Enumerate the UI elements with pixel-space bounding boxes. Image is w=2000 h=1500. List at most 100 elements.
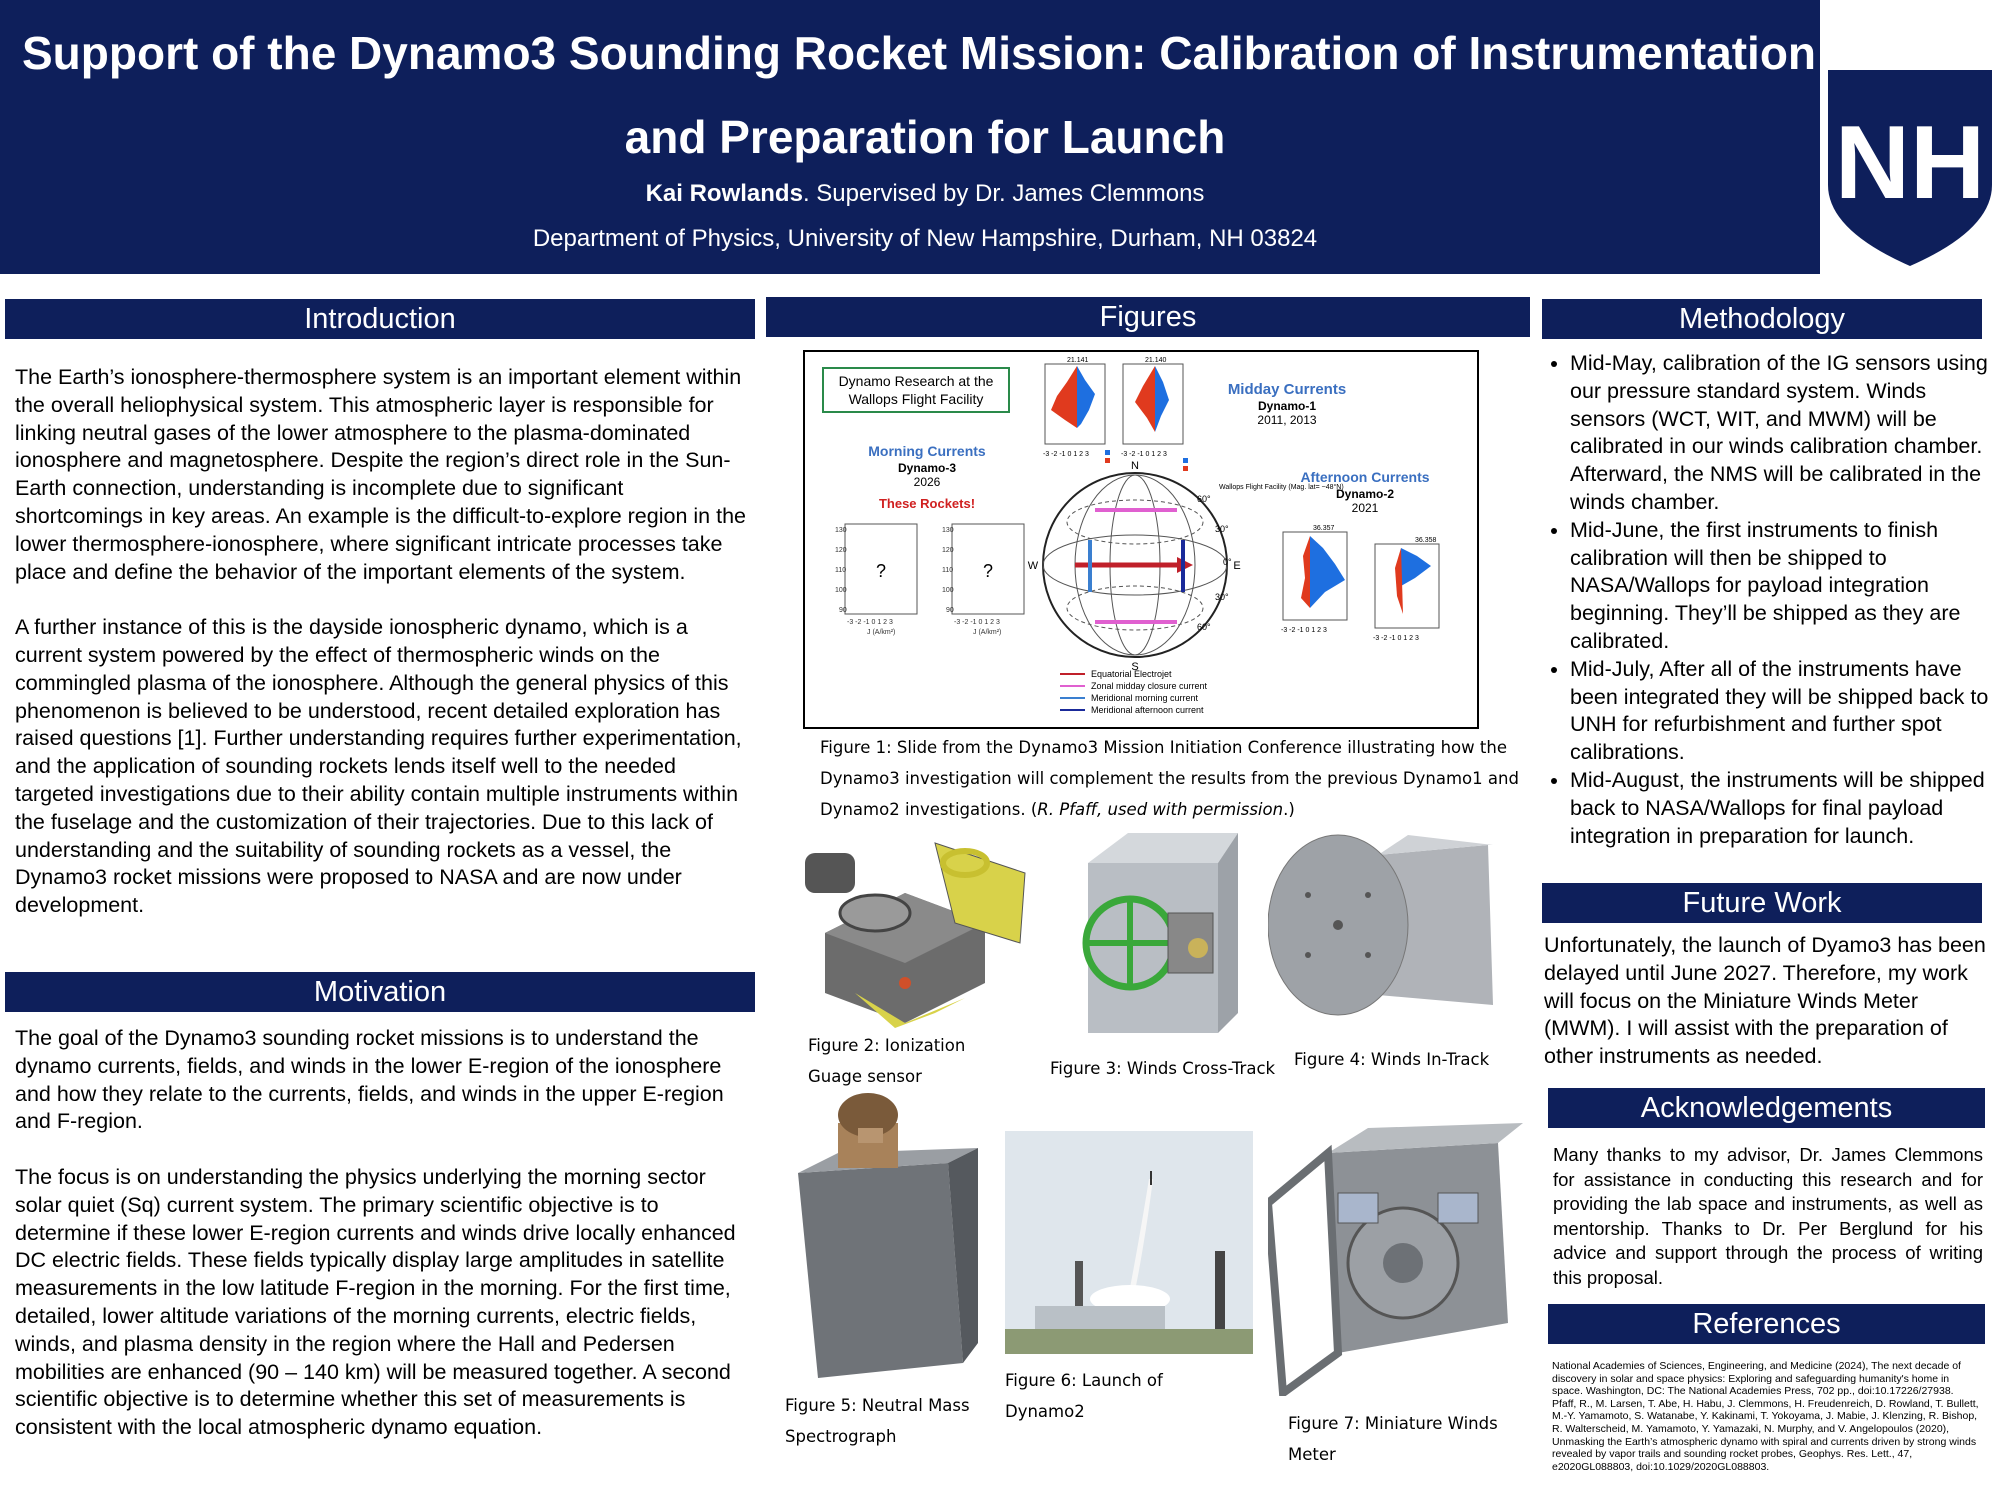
- acknowledgements-heading: Acknowledgements: [1548, 1088, 1985, 1128]
- figure-6-caption: Figure 6: Launch of Dynamo2: [1005, 1371, 1163, 1421]
- figure-1-diagram: Dynamo Research at the Wallops Flight Fa…: [822, 357, 1440, 715]
- motivation-paragraph-2: The focus is on understanding the physic…: [15, 1164, 736, 1440]
- fig1-globe-s: S: [1131, 661, 1138, 673]
- svg-text:100: 100: [835, 587, 847, 594]
- fig1-question-2: ?: [983, 561, 993, 581]
- department-line: Department of Physics, University of New…: [532, 225, 1318, 252]
- svg-text:110: 110: [942, 567, 953, 574]
- methodology-item-2: Mid-June, the first instruments to finis…: [1570, 517, 1992, 656]
- methodology-list: Mid-May, calibration of the IG sensors u…: [1542, 350, 1992, 850]
- methodology-item-1: Mid-May, calibration of the IG sensors u…: [1570, 350, 1992, 517]
- figure-7-caption: Figure 7: Miniature Winds Meter: [1288, 1414, 1498, 1464]
- svg-text:0°: 0°: [1223, 557, 1232, 567]
- figure-1-slide: Dynamo Research at the Wallops Flight Fa…: [803, 350, 1479, 729]
- fig1-legend-item-2: Zonal midday closure current: [1091, 681, 1208, 691]
- poster-title-line-2: and Preparation for Launch: [624, 111, 1226, 163]
- svg-text:-3 -2 -1 0 1 2 3: -3 -2 -1 0 1 2 3: [1373, 635, 1419, 642]
- fig1-morning-mission: Dynamo-3: [898, 461, 956, 475]
- fig1-morning-title: Morning Currents: [868, 443, 986, 459]
- future-work-heading: Future Work: [1542, 883, 1982, 923]
- fig1-legend-item-3: Meridional morning current: [1091, 693, 1199, 703]
- methodology-item-4: Mid-August, the instruments will be ship…: [1570, 767, 1992, 850]
- fig1-midday-mission: Dynamo-1: [1258, 399, 1316, 413]
- fig1-midday-year: 2011, 2013: [1257, 413, 1316, 427]
- fig1-afternoon-year: 2021: [1352, 501, 1379, 515]
- unh-logo: NH: [1820, 70, 2000, 275]
- author-line: Kai Rowlands. Supervised by Dr. James Cl…: [0, 180, 1850, 208]
- fig1-afternoon-title: Afternoon Currents: [1300, 469, 1429, 485]
- fig1-legend: Equatorial Electrojet Zonal midday closu…: [1060, 669, 1208, 715]
- svg-text:-3 -2 -1 0 1 2 3: -3 -2 -1 0 1 2 3: [1281, 627, 1327, 634]
- fig1-midday-plots: 21.141 21.140 -3 -2 -1 0 1 2 3 -3 -2 -1 …: [1043, 357, 1188, 471]
- figure-6-image: [1005, 1131, 1253, 1354]
- figure-4-caption: Figure 4: Winds In-Track: [1294, 1050, 1490, 1069]
- methodology-item-3: Mid-July, After all of the instruments h…: [1570, 656, 1992, 767]
- fig1-globe-e: E: [1233, 560, 1240, 572]
- figure-7-image: [1263, 1123, 1523, 1401]
- fig1-globe-w: W: [1028, 560, 1039, 572]
- svg-text:90: 90: [839, 607, 847, 614]
- reference-2: Pfaff, R., M. Larsen, T. Abe, H. Habu, J…: [1552, 1397, 1979, 1473]
- motivation-heading: Motivation: [5, 972, 755, 1012]
- acknowledgements-text: Many thanks to my advisor, Dr. James Cle…: [1553, 1144, 1983, 1288]
- figure-5-caption: Figure 5: Neutral Mass Spectrograph: [785, 1396, 970, 1446]
- fig1-legend-item-1: Equatorial Electrojet: [1091, 669, 1172, 679]
- introduction-paragraph-2: A further instance of this is the daysid…: [15, 615, 742, 918]
- svg-text:110: 110: [835, 567, 846, 574]
- motivation-paragraph-1: The goal of the Dynamo3 sounding rocket …: [15, 1026, 724, 1134]
- poster-header: Support of the Dynamo3 Sounding Rocket M…: [0, 0, 1820, 274]
- figure-5-image: [778, 1093, 978, 1378]
- introduction-paragraph-1: The Earth’s ionosphere-thermosphere syst…: [15, 365, 746, 584]
- author-name: Kai Rowlands: [645, 180, 803, 207]
- fig1-morning-year: 2026: [914, 475, 941, 489]
- svg-text:130: 130: [835, 527, 847, 534]
- fig1-flight-id-2: 21.140: [1145, 357, 1167, 364]
- svg-text:-3 -2 -1 0 1 2 3: -3 -2 -1 0 1 2 3: [1043, 451, 1089, 458]
- figure-4-image: [1267, 825, 1498, 1045]
- fig1-jlabel-1: J (A/km²): [867, 629, 895, 636]
- svg-text:100: 100: [942, 587, 954, 594]
- fig1-box-title-a: Dynamo Research at the: [839, 373, 994, 389]
- fig1-question-1: ?: [876, 561, 886, 581]
- fig1-wallops-label: Wallops Flight Facility (Mag. lat= ~48°N…: [1219, 483, 1344, 491]
- svg-text:36.358: 36.358: [1415, 537, 1437, 544]
- motivation-body: The goal of the Dynamo3 sounding rocket …: [15, 1025, 755, 1442]
- poster-title-line-1: Support of the Dynamo3 Sounding Rocket M…: [22, 27, 1817, 79]
- fig1-afternoon-plots: 36.357 36.358 -3 -2 -1 0 1 2 3 -3 -2 -1 …: [1281, 525, 1440, 642]
- svg-text:60°: 60°: [1197, 494, 1211, 504]
- supervisor: . Supervised by Dr. James Clemmons: [802, 180, 1205, 207]
- references-heading: References: [1548, 1304, 1985, 1344]
- svg-text:90: 90: [946, 607, 954, 614]
- figures-heading: Figures: [766, 297, 1530, 337]
- introduction-heading: Introduction: [5, 299, 755, 339]
- fig1-flight-id-1: 21.141: [1067, 357, 1089, 364]
- figure-2-caption: Figure 2: Ionization Guage sensor: [808, 1036, 966, 1086]
- fig1-xticks-1: -3 -2 -1 0 1 2 3: [847, 619, 893, 626]
- fig1-globe-n: N: [1131, 460, 1139, 472]
- svg-text:-3 -2 -1 0 1 2 3: -3 -2 -1 0 1 2 3: [1121, 451, 1167, 458]
- fig1-midday-title: Midday Currents: [1228, 381, 1346, 398]
- fig1-legend-item-4: Meridional afternoon current: [1091, 705, 1204, 715]
- future-work-text: Unfortunately, the launch of Dyamo3 has …: [1544, 933, 1986, 1069]
- svg-text:36.357: 36.357: [1313, 525, 1335, 532]
- figure-1-caption: Figure 1: Slide from the Dynamo3 Mission…: [820, 738, 1519, 819]
- methodology-heading: Methodology: [1542, 299, 1982, 339]
- references-list: National Academies of Sciences, Engineer…: [1552, 1360, 1982, 1473]
- fig1-these-rockets: These Rockets!: [879, 496, 975, 511]
- fig1-box-title-b: Wallops Flight Facility: [849, 391, 984, 407]
- figure-2-image: [785, 823, 1040, 1030]
- fig1-globe: N S E W 60° 30° 0° 30° 60° Wallops Fligh…: [1028, 460, 1344, 673]
- svg-text:60°: 60°: [1197, 622, 1211, 632]
- introduction-body: The Earth’s ionosphere-thermosphere syst…: [15, 364, 755, 920]
- svg-text:30°: 30°: [1215, 592, 1229, 602]
- figure-3-caption: Figure 3: Winds Cross-Track: [1050, 1059, 1276, 1078]
- figure-3-image: [1068, 823, 1238, 1035]
- fig1-jlabel-2: J (A/km²): [973, 629, 1001, 636]
- fig1-afternoon-mission: Dynamo-2: [1336, 487, 1394, 501]
- reference-1: National Academies of Sciences, Engineer…: [1552, 1360, 1961, 1398]
- svg-text:130: 130: [942, 527, 954, 534]
- svg-text:120: 120: [835, 547, 847, 554]
- logo-text: NH: [1835, 105, 1985, 221]
- fig1-xticks-2: -3 -2 -1 0 1 2 3: [954, 619, 1000, 626]
- svg-text:30°: 30°: [1215, 524, 1229, 534]
